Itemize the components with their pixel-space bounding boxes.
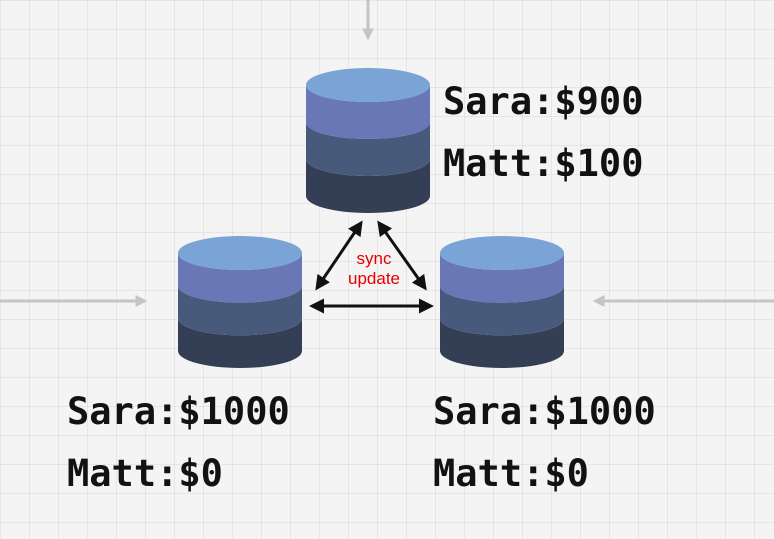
sync-update-label: sync update bbox=[329, 249, 419, 288]
left-database-icon bbox=[178, 236, 302, 368]
top-db-sara-balance: Sara:$900 bbox=[443, 80, 644, 123]
left-db-sara-balance: Sara:$1000 bbox=[67, 390, 290, 433]
sync-label: sync bbox=[356, 249, 392, 268]
right-db-matt-balance: Matt:$0 bbox=[433, 452, 589, 495]
left-db-matt-balance: Matt:$0 bbox=[67, 452, 223, 495]
sync-arrow-top-left bbox=[315, 220, 363, 291]
right-database-icon bbox=[440, 236, 564, 368]
top-db-matt-balance: Matt:$100 bbox=[443, 142, 644, 185]
sync-arrow-top-right bbox=[377, 220, 427, 291]
update-label: update bbox=[348, 268, 400, 288]
top-database-icon bbox=[306, 68, 430, 213]
right-db-sara-balance: Sara:$1000 bbox=[433, 390, 656, 433]
